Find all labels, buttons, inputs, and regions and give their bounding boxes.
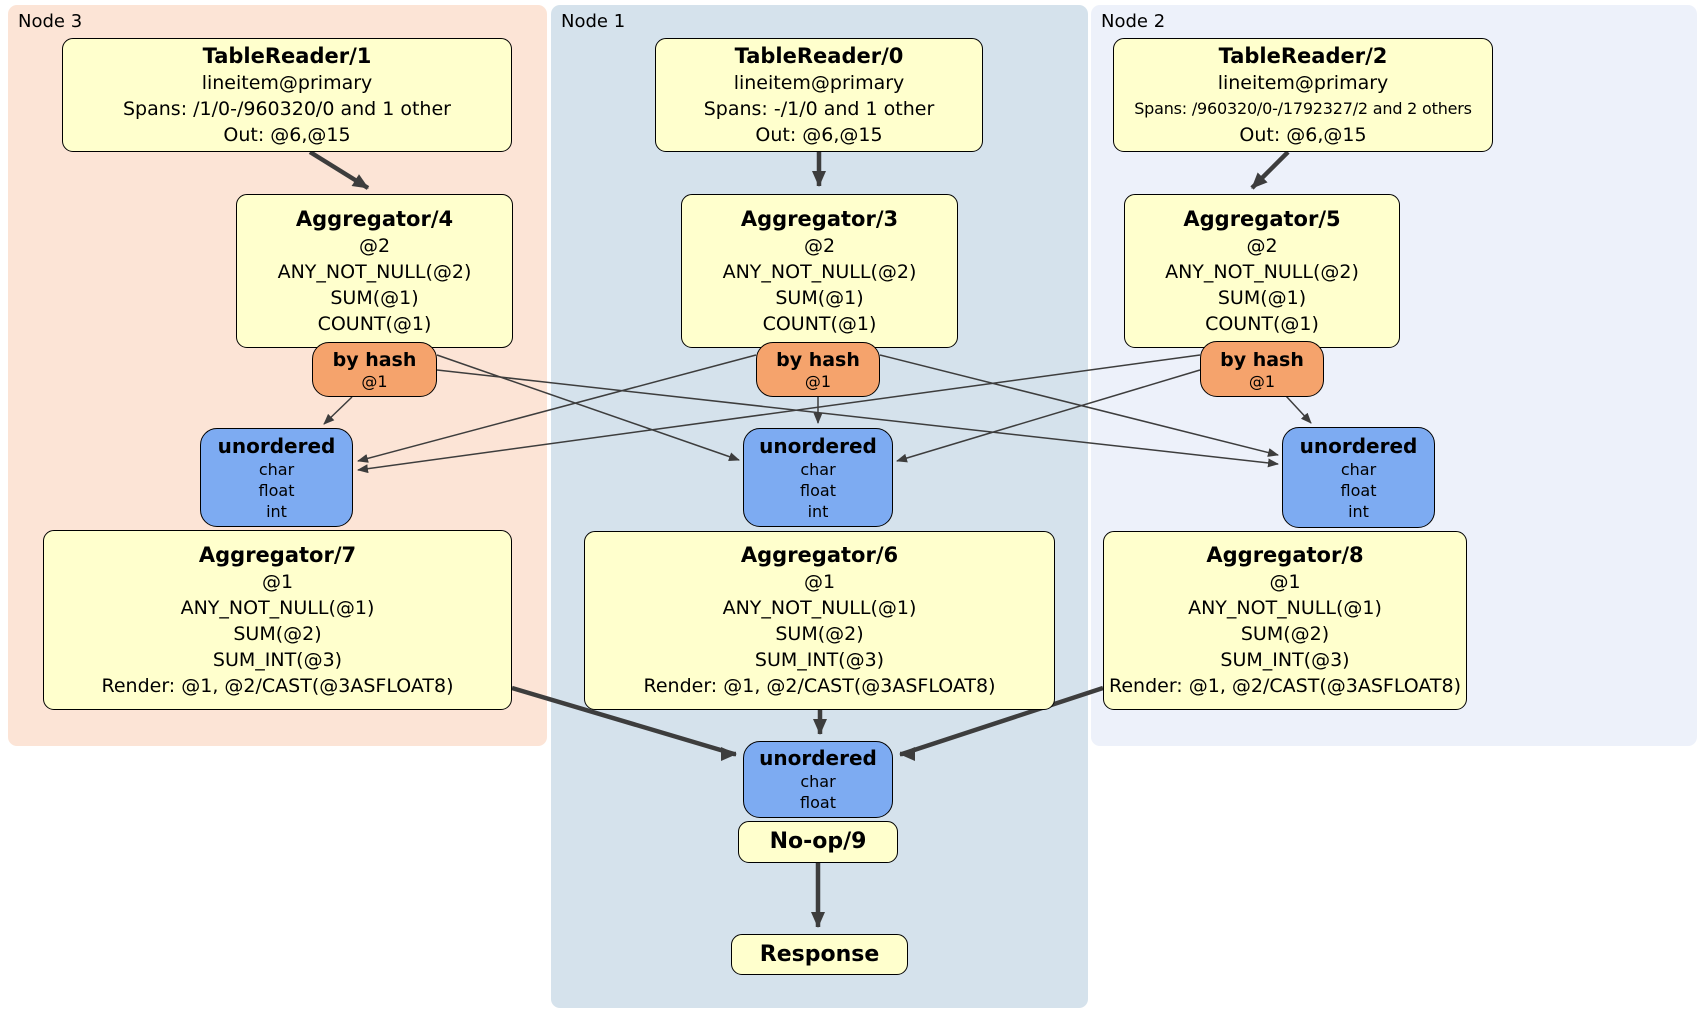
aggregator-3-box: Aggregator/3 @2 ANY_NOT_NULL(@2) SUM(@1)… xyxy=(681,194,958,348)
box-line: Render: @1, @2/CAST(@3ASFLOAT8) xyxy=(101,674,454,697)
box-line: char xyxy=(258,459,295,479)
box-line: Out: @6,@15 xyxy=(1239,123,1367,146)
box-line: Out: @6,@15 xyxy=(755,123,883,146)
unordered-sync-title: unordered xyxy=(759,433,877,458)
box-line: COUNT(@1) xyxy=(762,312,877,335)
box-line: lineitem@primary xyxy=(201,71,373,94)
box-line: float xyxy=(800,480,836,500)
aggregator-7-box: Aggregator/7 @1 ANY_NOT_NULL(@1) SUM(@2)… xyxy=(43,530,512,710)
unordered-sync-node3: unordered char float int xyxy=(200,428,353,527)
unordered-sync-node2: unordered char float int xyxy=(1282,427,1435,528)
aggregator-6-title: Aggregator/6 xyxy=(740,543,899,567)
box-line: Spans: /1/0-/960320/0 and 1 other xyxy=(123,97,451,120)
box-line: char xyxy=(800,772,836,791)
box-line: lineitem@primary xyxy=(733,71,905,94)
box-line: int xyxy=(1348,501,1369,521)
box-line: int xyxy=(807,501,829,521)
unordered-sync-node1: unordered char float int xyxy=(743,428,893,527)
box-line: SUM(@2) xyxy=(1240,623,1330,645)
unordered-sync-title: unordered xyxy=(217,433,336,458)
box-line: SUM_INT(@3) xyxy=(754,649,885,671)
box-line: ANY_NOT_NULL(@2) xyxy=(277,260,472,283)
tablereader-0-title: TableReader/0 xyxy=(734,43,904,68)
box-line: SUM_INT(@3) xyxy=(1220,649,1350,671)
unordered-sync-title: unordered xyxy=(759,746,877,770)
box-line: @2 xyxy=(358,234,391,257)
aggregator-5-box: Aggregator/5 @2 ANY_NOT_NULL(@2) SUM(@1)… xyxy=(1124,194,1400,348)
tablereader-1-title: TableReader/1 xyxy=(202,43,372,68)
box-line: Spans: /960320/0-/1792327/2 and 2 others xyxy=(1134,98,1472,118)
noop-box: No-op/9 xyxy=(738,821,898,863)
box-line: SUM(@1) xyxy=(330,286,419,309)
box-line: ANY_NOT_NULL(@2) xyxy=(1165,260,1359,283)
box-line: float xyxy=(258,480,295,500)
box-line: char xyxy=(1340,459,1377,479)
noop-title: No-op/9 xyxy=(769,829,867,854)
box-line: SUM_INT(@3) xyxy=(212,648,343,671)
box-line: Out: @6,@15 xyxy=(223,123,351,146)
box-line: COUNT(@1) xyxy=(317,312,432,335)
aggregator-4-title: Aggregator/4 xyxy=(295,206,454,231)
box-line: @1 xyxy=(804,372,832,391)
box-line: lineitem@primary xyxy=(1217,71,1389,94)
node2-label: Node 2 xyxy=(1101,11,1166,32)
aggregator-8-box: Aggregator/8 @1 ANY_NOT_NULL(@1) SUM(@2)… xyxy=(1103,531,1467,710)
tablereader-1-box: TableReader/1 lineitem@primary Spans: /1… xyxy=(62,38,512,152)
box-line: char xyxy=(800,459,836,479)
aggregator-7-title: Aggregator/7 xyxy=(198,542,357,567)
box-line: Render: @1, @2/CAST(@3ASFLOAT8) xyxy=(1109,675,1461,697)
box-line: ANY_NOT_NULL(@2) xyxy=(722,260,917,283)
aggregator-3-title: Aggregator/3 xyxy=(740,206,899,231)
tablereader-0-box: TableReader/0 lineitem@primary Spans: -/… xyxy=(655,38,983,152)
box-line: SUM(@1) xyxy=(775,286,864,309)
aggregator-5-title: Aggregator/5 xyxy=(1183,206,1341,231)
box-line: @1 xyxy=(361,372,388,391)
box-line: @1 xyxy=(261,570,294,593)
hash-router-title: by hash xyxy=(776,349,860,371)
hash-router-node3: by hash @1 xyxy=(312,342,437,397)
box-line: @2 xyxy=(803,234,836,257)
box-line: Spans: -/1/0 and 1 other xyxy=(703,97,935,120)
hash-router-node1: by hash @1 xyxy=(756,342,880,397)
box-line: Render: @1, @2/CAST(@3ASFLOAT8) xyxy=(643,675,996,697)
aggregator-8-title: Aggregator/8 xyxy=(1206,543,1364,567)
aggregator-6-box: Aggregator/6 @1 ANY_NOT_NULL(@1) SUM(@2)… xyxy=(584,531,1055,710)
box-line: SUM(@1) xyxy=(1217,286,1307,309)
box-line: @1 xyxy=(803,571,836,593)
box-line: ANY_NOT_NULL(@1) xyxy=(722,597,917,619)
box-line: ANY_NOT_NULL(@1) xyxy=(180,596,375,619)
box-line: @1 xyxy=(1248,371,1276,391)
node1-label: Node 1 xyxy=(561,11,626,32)
box-line: @1 xyxy=(1269,571,1301,593)
box-line: ANY_NOT_NULL(@1) xyxy=(1188,597,1382,619)
node3-label: Node 3 xyxy=(18,11,83,32)
unordered-sync-final: unordered char float xyxy=(743,741,893,818)
tablereader-2-box: TableReader/2 lineitem@primary Spans: /9… xyxy=(1113,38,1493,152)
box-line: @2 xyxy=(1246,234,1278,257)
hash-router-node2: by hash @1 xyxy=(1200,341,1324,397)
hash-router-title: by hash xyxy=(332,349,417,371)
box-line: SUM(@2) xyxy=(233,622,322,645)
response-title: Response xyxy=(759,941,880,967)
response-box: Response xyxy=(731,934,908,975)
box-line: int xyxy=(266,501,287,521)
box-line: COUNT(@1) xyxy=(1205,312,1319,335)
tablereader-2-title: TableReader/2 xyxy=(1218,43,1388,68)
box-line: SUM(@2) xyxy=(775,623,864,645)
box-line: float xyxy=(1340,480,1377,500)
aggregator-4-box: Aggregator/4 @2 ANY_NOT_NULL(@2) SUM(@1)… xyxy=(236,194,513,348)
unordered-sync-title: unordered xyxy=(1299,433,1418,458)
box-line: float xyxy=(800,793,836,812)
hash-router-title: by hash xyxy=(1220,348,1304,371)
